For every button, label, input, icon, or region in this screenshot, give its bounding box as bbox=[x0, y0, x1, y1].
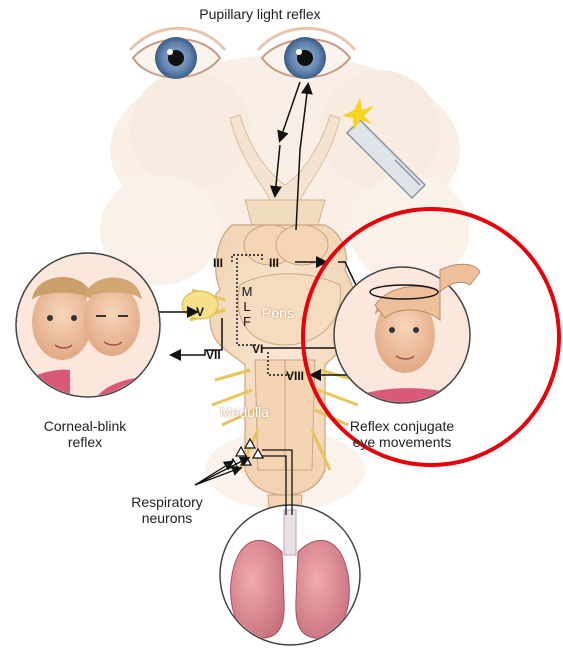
nerve-viii: VIII bbox=[286, 369, 304, 383]
medulla-label: Medulla bbox=[220, 404, 269, 420]
nerve-iii-left: III bbox=[213, 256, 223, 270]
nerve-iii-right: III bbox=[269, 256, 279, 270]
respiratory-line-2: neurons bbox=[112, 510, 222, 526]
mlf-f: F bbox=[240, 314, 254, 329]
conjugate-face bbox=[334, 264, 480, 405]
reflex-conjugate-line-1: Reflex conjugate bbox=[327, 418, 477, 434]
corneal-blink-line-1: Corneal-blink bbox=[10, 418, 160, 434]
mlf-label: M L F bbox=[240, 284, 254, 329]
title-label: Pupillary light reflex bbox=[150, 6, 370, 22]
pons-label: Pons bbox=[262, 305, 294, 321]
respiratory-neurons-label: Respiratory neurons bbox=[112, 494, 222, 526]
nerve-vii: VII bbox=[206, 348, 221, 362]
lungs bbox=[220, 505, 360, 645]
reflex-conjugate-line-2: eye movements bbox=[327, 434, 477, 450]
nerve-v: V bbox=[196, 305, 204, 319]
corneal-blink-label: Corneal-blink reflex bbox=[10, 418, 160, 450]
mlf-m: M bbox=[240, 284, 254, 299]
respiratory-line-1: Respiratory bbox=[112, 494, 222, 510]
mlf-l: L bbox=[240, 299, 254, 314]
corneal-blink-line-2: reflex bbox=[10, 434, 160, 450]
nerve-vi: VI bbox=[252, 342, 263, 356]
reflex-conjugate-label: Reflex conjugate eye movements bbox=[327, 418, 477, 450]
